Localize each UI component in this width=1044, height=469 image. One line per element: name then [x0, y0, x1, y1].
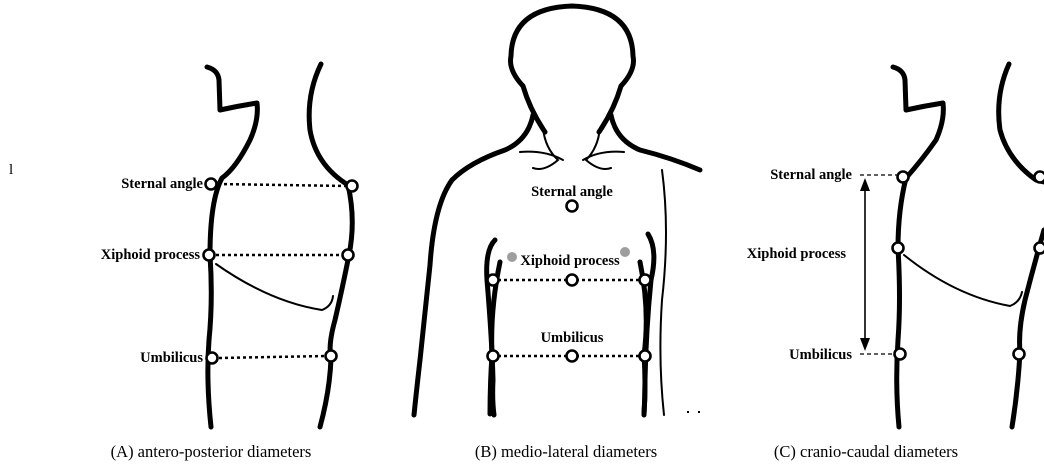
panel-b-right-shoulder-outline — [611, 115, 700, 170]
panel-a: Sternal angle Xiphoid process Umbilicus … — [101, 64, 358, 461]
panel-c: Sternal angle Xiphoid process Umbilicus … — [747, 64, 1044, 461]
panel-b-gray-left-marker — [507, 252, 517, 262]
panel-a-sternal-diameter — [218, 184, 346, 186]
panel-b-umbilicus-right-marker — [640, 351, 651, 362]
panel-b-label-xiphoid-process: Xiphoid process — [520, 253, 620, 269]
panel-c-xiphoid-front-marker — [893, 243, 904, 254]
panel-a-caption: (A) antero-posterior diameters — [111, 442, 312, 461]
panel-c-label-umbilicus: Umbilicus — [789, 347, 852, 363]
panel-a-xiphoid-back-marker — [343, 250, 354, 261]
panel-c-umbilicus-back-marker — [1014, 349, 1025, 360]
panel-b-sternal-marker — [567, 201, 578, 212]
panel-b-xiphoid-right-marker — [640, 275, 651, 286]
panel-b-left-shoulder-outline — [414, 115, 533, 415]
panel-a-umbilicus-front-marker — [207, 353, 218, 364]
panel-b-umbilicus-left-marker — [488, 351, 499, 362]
panel-c-caption: (C) cranio-caudal diameters — [774, 442, 958, 461]
panel-a-head-chin-outline — [207, 67, 257, 427]
panel-b-label-sternal-angle: Sternal angle — [531, 184, 613, 200]
panel-b-umbilicus-center-marker — [567, 351, 578, 362]
panel-a-back-outline — [309, 64, 352, 427]
panel-a-sternal-front-marker — [206, 179, 217, 190]
panel-c-sternal-back-marker — [1035, 172, 1044, 183]
panel-b-gray-right-marker — [620, 247, 630, 257]
panel-a-label-umbilicus: Umbilicus — [140, 350, 203, 366]
panel-c-back-lower-outline — [1012, 230, 1044, 427]
panel-b: Sternal angle Xiphoid process Umbilicus … — [414, 6, 700, 461]
panel-c-arrowhead-down-icon — [860, 338, 870, 351]
panel-b-xiphoid-center-marker — [567, 275, 578, 286]
panel-b-head-outline — [511, 6, 634, 132]
panel-a-rib-curve — [216, 264, 333, 310]
panel-c-umbilicus-front-marker — [895, 349, 906, 360]
panel-a-sternal-back-marker — [347, 181, 358, 192]
panel-a-label-xiphoid-process: Xiphoid process — [101, 247, 201, 263]
panel-c-label-sternal-angle: Sternal angle — [770, 167, 852, 183]
stray-mark: l — [9, 162, 13, 178]
panel-a-label-sternal-angle: Sternal angle — [121, 176, 203, 192]
panel-b-right-clavicle — [583, 152, 624, 160]
panel-c-rib-curve — [904, 255, 1022, 306]
panel-c-back-outline — [999, 64, 1044, 182]
panel-c-label-xiphoid-process: Xiphoid process — [747, 246, 847, 262]
panel-a-umbilicus-diameter — [219, 356, 325, 358]
panel-b-caption: (B) medio-lateral diameters — [475, 442, 657, 461]
panel-a-umbilicus-back-marker — [326, 351, 337, 362]
panel-c-xiphoid-back-marker — [1035, 243, 1044, 254]
panel-c-sternal-front-marker — [898, 172, 909, 183]
panel-a-xiphoid-front-marker — [204, 250, 215, 261]
panel-b-right-arm-outline — [660, 170, 666, 415]
panel-c-arrowhead-up-icon — [860, 178, 870, 191]
panel-b-xiphoid-left-marker — [488, 275, 499, 286]
panel-b-right-neck-line — [586, 128, 611, 169]
panel-b-label-umbilicus: Umbilicus — [541, 330, 604, 346]
